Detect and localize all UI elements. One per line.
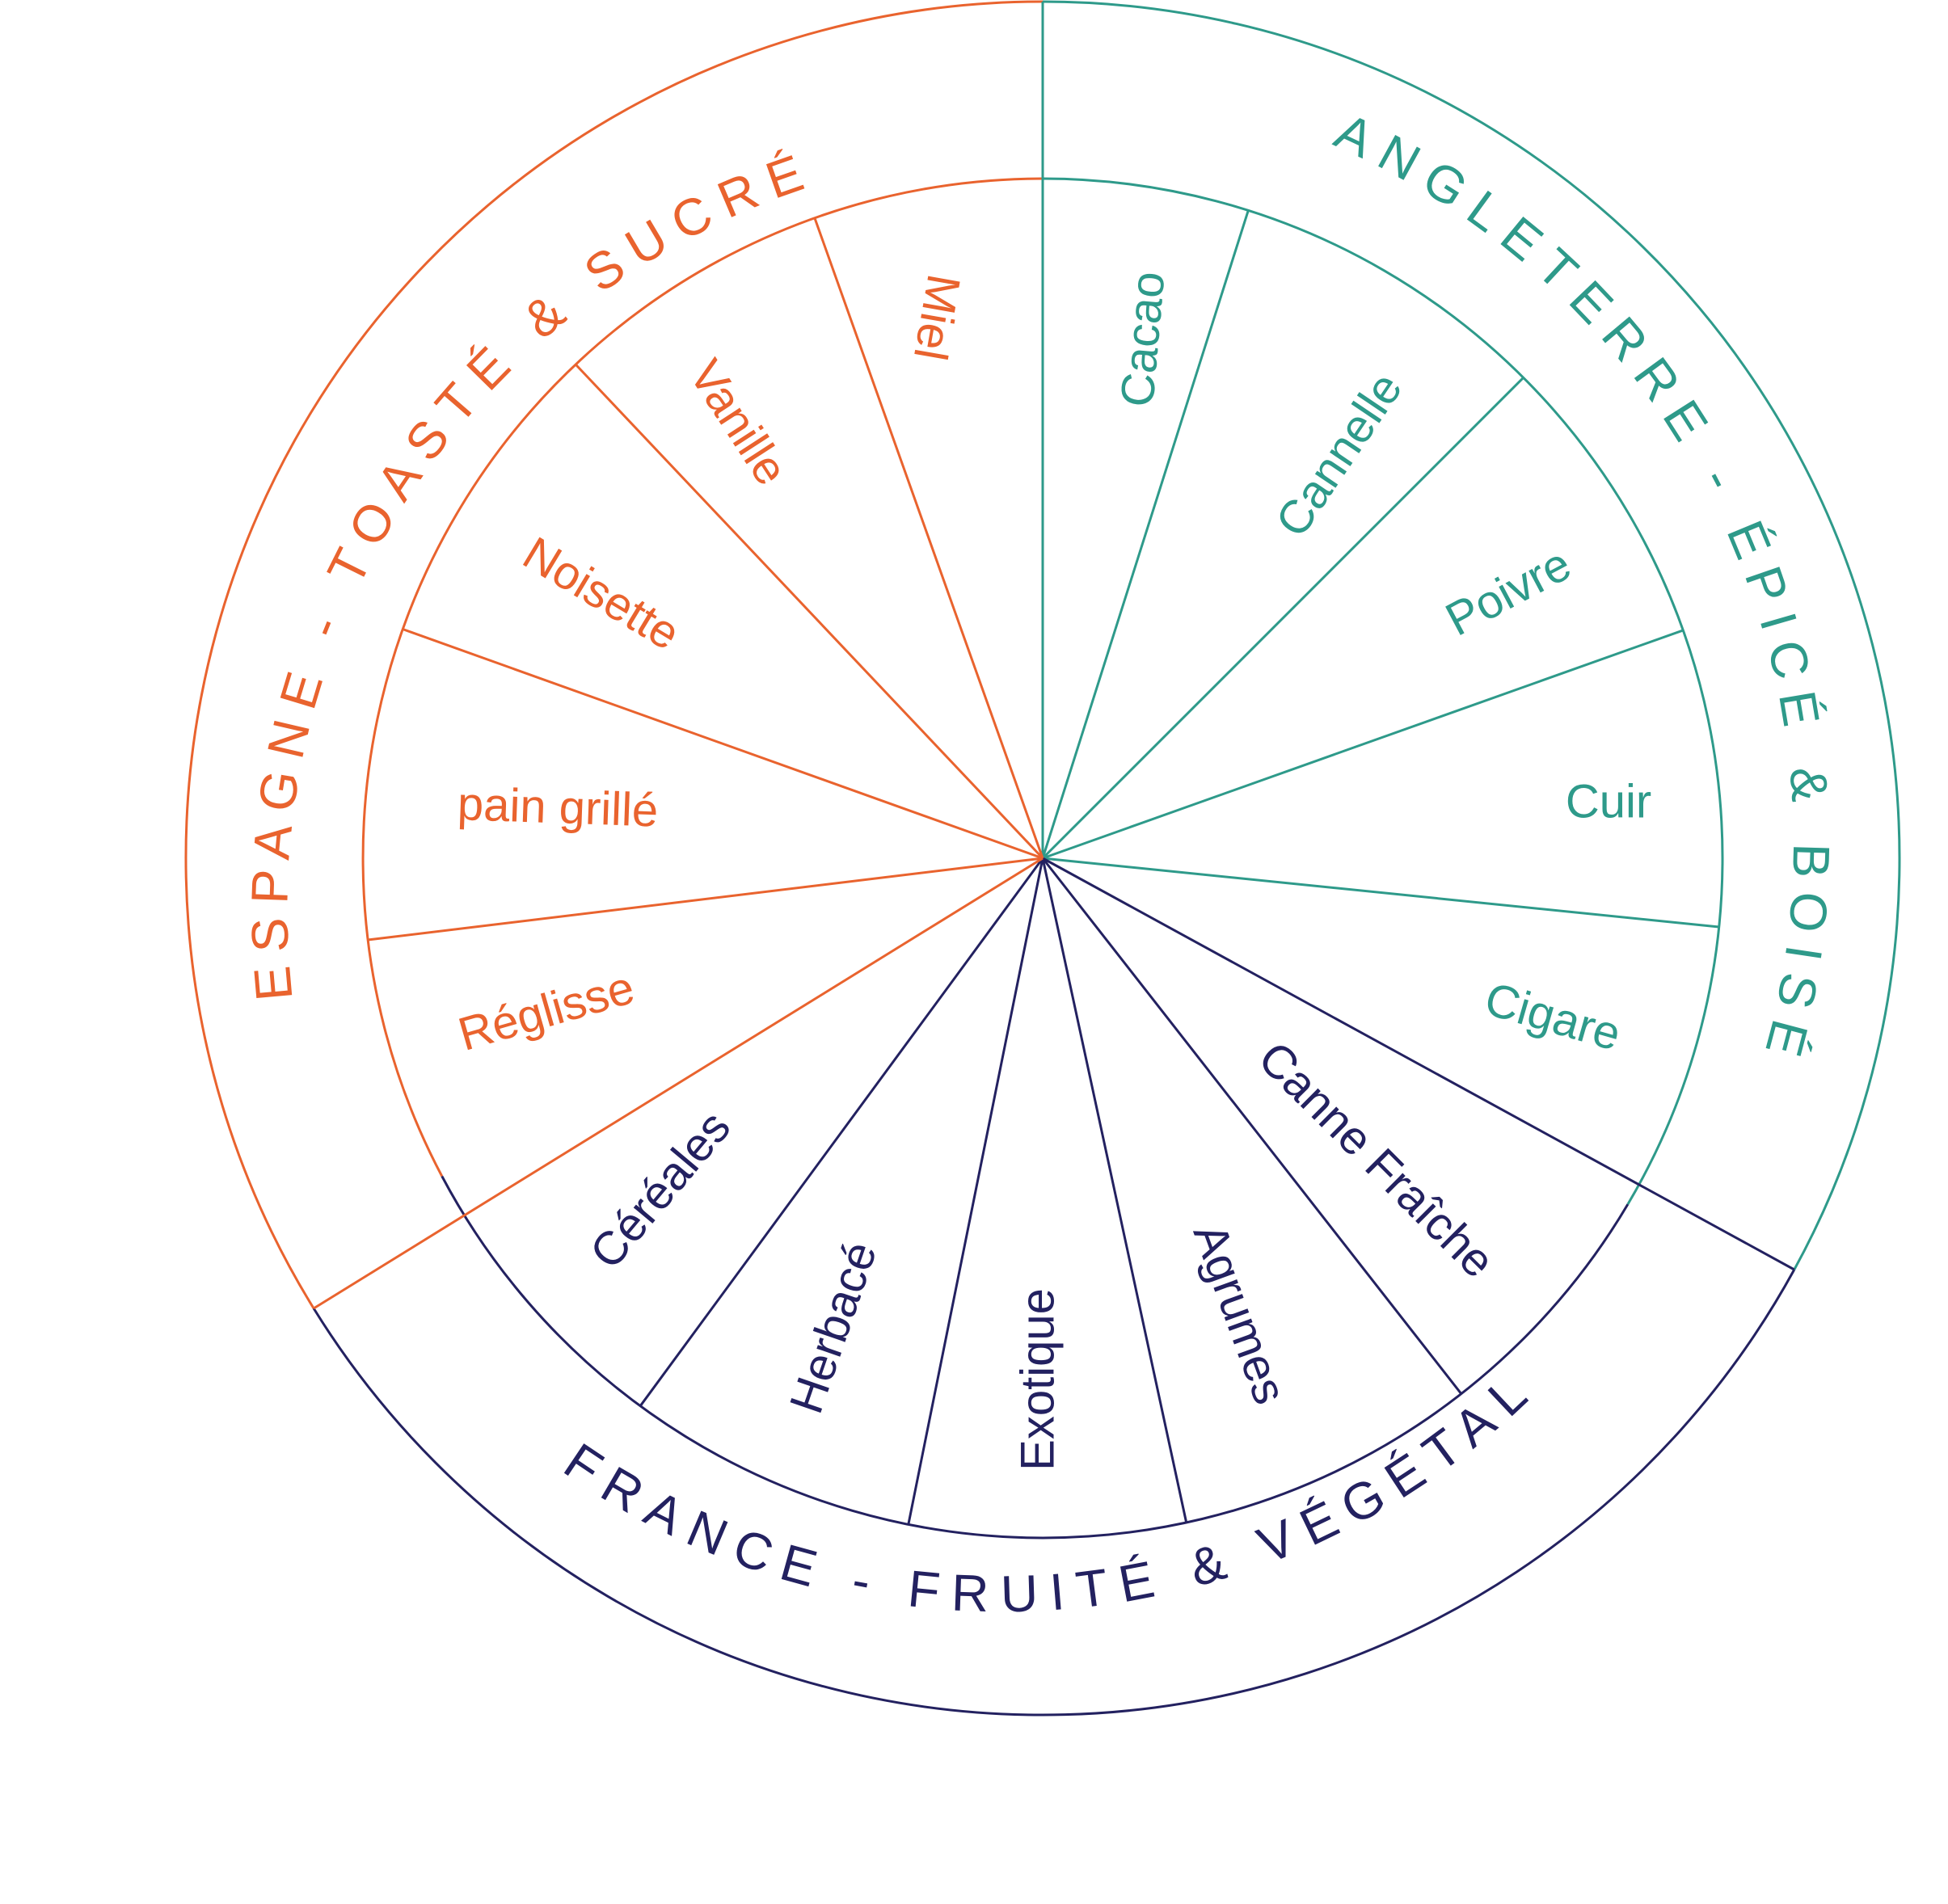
- inner-ring: [361, 177, 1724, 1540]
- flavor-vanille: Vanille: [679, 351, 798, 495]
- flavor-cannelle: Cannelle: [1266, 364, 1413, 546]
- inner-arc-angleterre: [1042, 177, 1724, 1205]
- divider-line-7: [1041, 857, 1462, 1395]
- flavor-herbace: Herbacé: [780, 1235, 888, 1419]
- flavor-cigare: Cigare: [1479, 972, 1626, 1061]
- flavor-exotique: Exotique: [1011, 1288, 1064, 1471]
- divider-line-12: [367, 857, 1044, 941]
- divider-line-10: [639, 857, 1044, 1407]
- inner-arc-france: [441, 1175, 1630, 1540]
- flavor-canne-fraiche: Canne Fraîche: [1248, 1031, 1504, 1287]
- divider-line-11: [313, 857, 1044, 1310]
- segment-dividers: [313, 2, 1795, 1525]
- region-label-angleterre-text: ANGLETERRE - ÉPICÉ & BOISÉ: [1326, 102, 1828, 1075]
- flavor-poivre: Poivre: [1437, 537, 1579, 647]
- flavor-cereales: Céréales: [580, 1102, 740, 1279]
- divider-line-3: [1041, 377, 1524, 860]
- divider-line-13: [402, 628, 1044, 860]
- outer-arc-angleterre: [1042, 0, 1901, 1270]
- region-label-angleterre: ANGLETERRE - ÉPICÉ & BOISÉ: [1326, 102, 1840, 1075]
- divider-line-8: [1041, 857, 1188, 1523]
- divider-line-15: [813, 217, 1044, 859]
- inner-arc-espagne: [361, 177, 1044, 1177]
- region-sectors: [184, 0, 1901, 1717]
- divider-line-14: [575, 363, 1044, 860]
- flavor-noisette: Noisette: [514, 527, 689, 660]
- divider-line-2: [1041, 209, 1250, 859]
- divider-line-9: [907, 857, 1044, 1525]
- divider-line-5: [1042, 857, 1719, 929]
- flavor-miel: Miel: [904, 271, 970, 364]
- divider-line-6: [1042, 857, 1795, 1271]
- outer-arc-france: [312, 1269, 1796, 1717]
- divider-line-4: [1042, 629, 1684, 860]
- flavor-reglisse: Réglisse: [453, 961, 640, 1061]
- flavor-agrumes: Agrumes: [1183, 1216, 1297, 1410]
- flavor-cuir: Cuir: [1566, 775, 1651, 828]
- flavor-cacao: Cacao: [1111, 269, 1174, 409]
- outer-arc-espagne: [184, 0, 1044, 1309]
- flavor-pain-grille: pain grillé: [457, 777, 659, 837]
